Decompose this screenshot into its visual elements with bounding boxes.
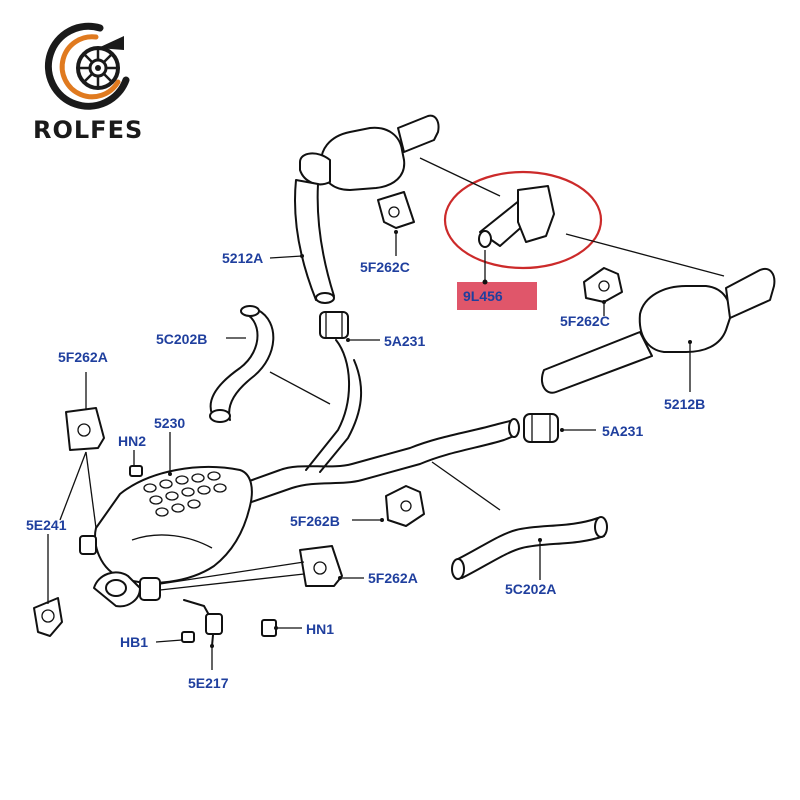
label-5e241: 5E241 <box>26 517 67 533</box>
label-5f262c-top: 5F262C <box>360 259 410 275</box>
flange-5e241 <box>33 571 141 637</box>
label-5212a: 5212A <box>222 250 263 266</box>
label-5230: 5230 <box>154 415 185 431</box>
bracket-5f262c-right <box>583 267 623 303</box>
label-5f262a-bottom: 5F262A <box>368 570 418 586</box>
tailpipe-9l456 <box>478 185 555 248</box>
label-5212b: 5212B <box>664 396 705 412</box>
catalytic-converter-5230 <box>94 466 253 584</box>
clamp-5a231-right <box>523 413 559 443</box>
clamp-left-upper <box>79 535 97 555</box>
clamp-left <box>139 577 161 601</box>
pipe-mid-section <box>229 339 520 507</box>
brand-name: ROLFES <box>33 116 144 144</box>
highlight-circle <box>443 170 603 270</box>
pipe-5c202a <box>451 516 608 580</box>
label-hn2: HN2 <box>118 433 146 449</box>
bracket-5f262c-top <box>377 191 415 229</box>
bracket-5f262a-left <box>65 407 105 451</box>
highlight-label-box <box>457 282 537 310</box>
label-5c202b: 5C202B <box>156 331 207 347</box>
pipe-5c202b <box>209 305 275 423</box>
turbocharger-logo-icon <box>44 22 130 110</box>
bolt-hb1 <box>181 631 195 643</box>
clamp-5a231-top <box>319 311 349 339</box>
label-hn1: HN1 <box>306 621 334 637</box>
muffler-5212a <box>293 114 440 304</box>
nut-hn1 <box>261 619 277 637</box>
label-hb1: HB1 <box>120 634 148 650</box>
logo <box>38 20 138 112</box>
label-5a231-top: 5A231 <box>384 333 425 349</box>
label-5a231-right: 5A231 <box>602 423 643 439</box>
sensor-5e217 <box>183 599 223 647</box>
label-5c202a: 5C202A <box>505 581 556 597</box>
bracket-5f262b <box>385 485 425 527</box>
label-5e217: 5E217 <box>188 675 229 691</box>
nut-hn2 <box>129 465 143 477</box>
label-5f262c-right: 5F262C <box>560 313 610 329</box>
label-5f262b: 5F262B <box>290 513 340 529</box>
label-9l456: 9L456 <box>463 288 503 304</box>
muffler-5212b <box>540 268 776 394</box>
label-5f262a-left: 5F262A <box>58 349 108 365</box>
bracket-5f262a-bottom <box>299 545 343 587</box>
leader-lines <box>47 157 725 670</box>
